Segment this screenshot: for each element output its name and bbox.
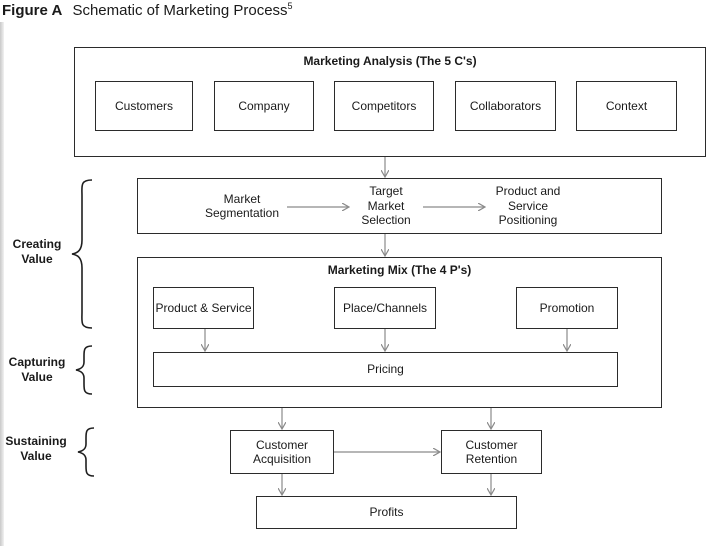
product-service-box [153,287,254,329]
promotion-box [516,287,618,329]
promotion-label: Promotion [539,300,595,315]
customer-acquisition-label: Customer Acquisition [252,437,312,466]
figure-title: Figure A Schematic of Marketing Process5 [2,1,293,19]
marketing-mix-heading: Marketing Mix (The 4 P's) [327,262,472,277]
sustaining-value-brace [77,427,95,477]
profits-label: Profits [369,505,404,520]
pricing-label: Pricing [367,362,404,377]
segmentation-label: Market Segmentation [204,191,280,220]
customer-acquisition-box [230,430,334,474]
customer-retention-label: Customer Retention [465,437,518,466]
profits-box [256,496,517,529]
place-channels-label: Place/Channels [342,300,428,315]
product-service-label: Product & Service [155,300,252,315]
company-label: Company [238,98,290,113]
competitors-label: Competitors [351,98,417,113]
positioning-label: Product and Service Positioning [495,184,561,228]
place-channels-box [334,287,436,329]
capturing-value-label: Capturing Value [8,355,66,384]
figure-title-text: Schematic of Marketing Process [72,2,288,19]
collaborators-box [455,81,556,131]
targeting-label: Target Market Selection [361,184,411,228]
customers-box [95,81,193,131]
competitors-box [334,81,434,131]
context-label: Context [605,98,648,113]
collaborators-label: Collaborators [469,98,542,113]
sustaining-value-label: Sustaining Value [5,434,67,463]
context-box [576,81,677,131]
figure-label: Figure A [2,2,63,19]
capturing-value-brace [75,345,93,395]
customer-retention-box [441,430,542,474]
creating-value-label: Creating Value [12,237,62,266]
creating-value-brace [71,179,93,329]
stp-box [137,178,662,234]
pricing-box [153,352,618,387]
marketing-analysis-heading: Marketing Analysis (The 5 C's) [303,53,477,68]
scan-edge [0,22,4,546]
company-box [214,81,314,131]
customers-label: Customers [114,98,173,113]
figure-superscript: 5 [287,1,293,11]
